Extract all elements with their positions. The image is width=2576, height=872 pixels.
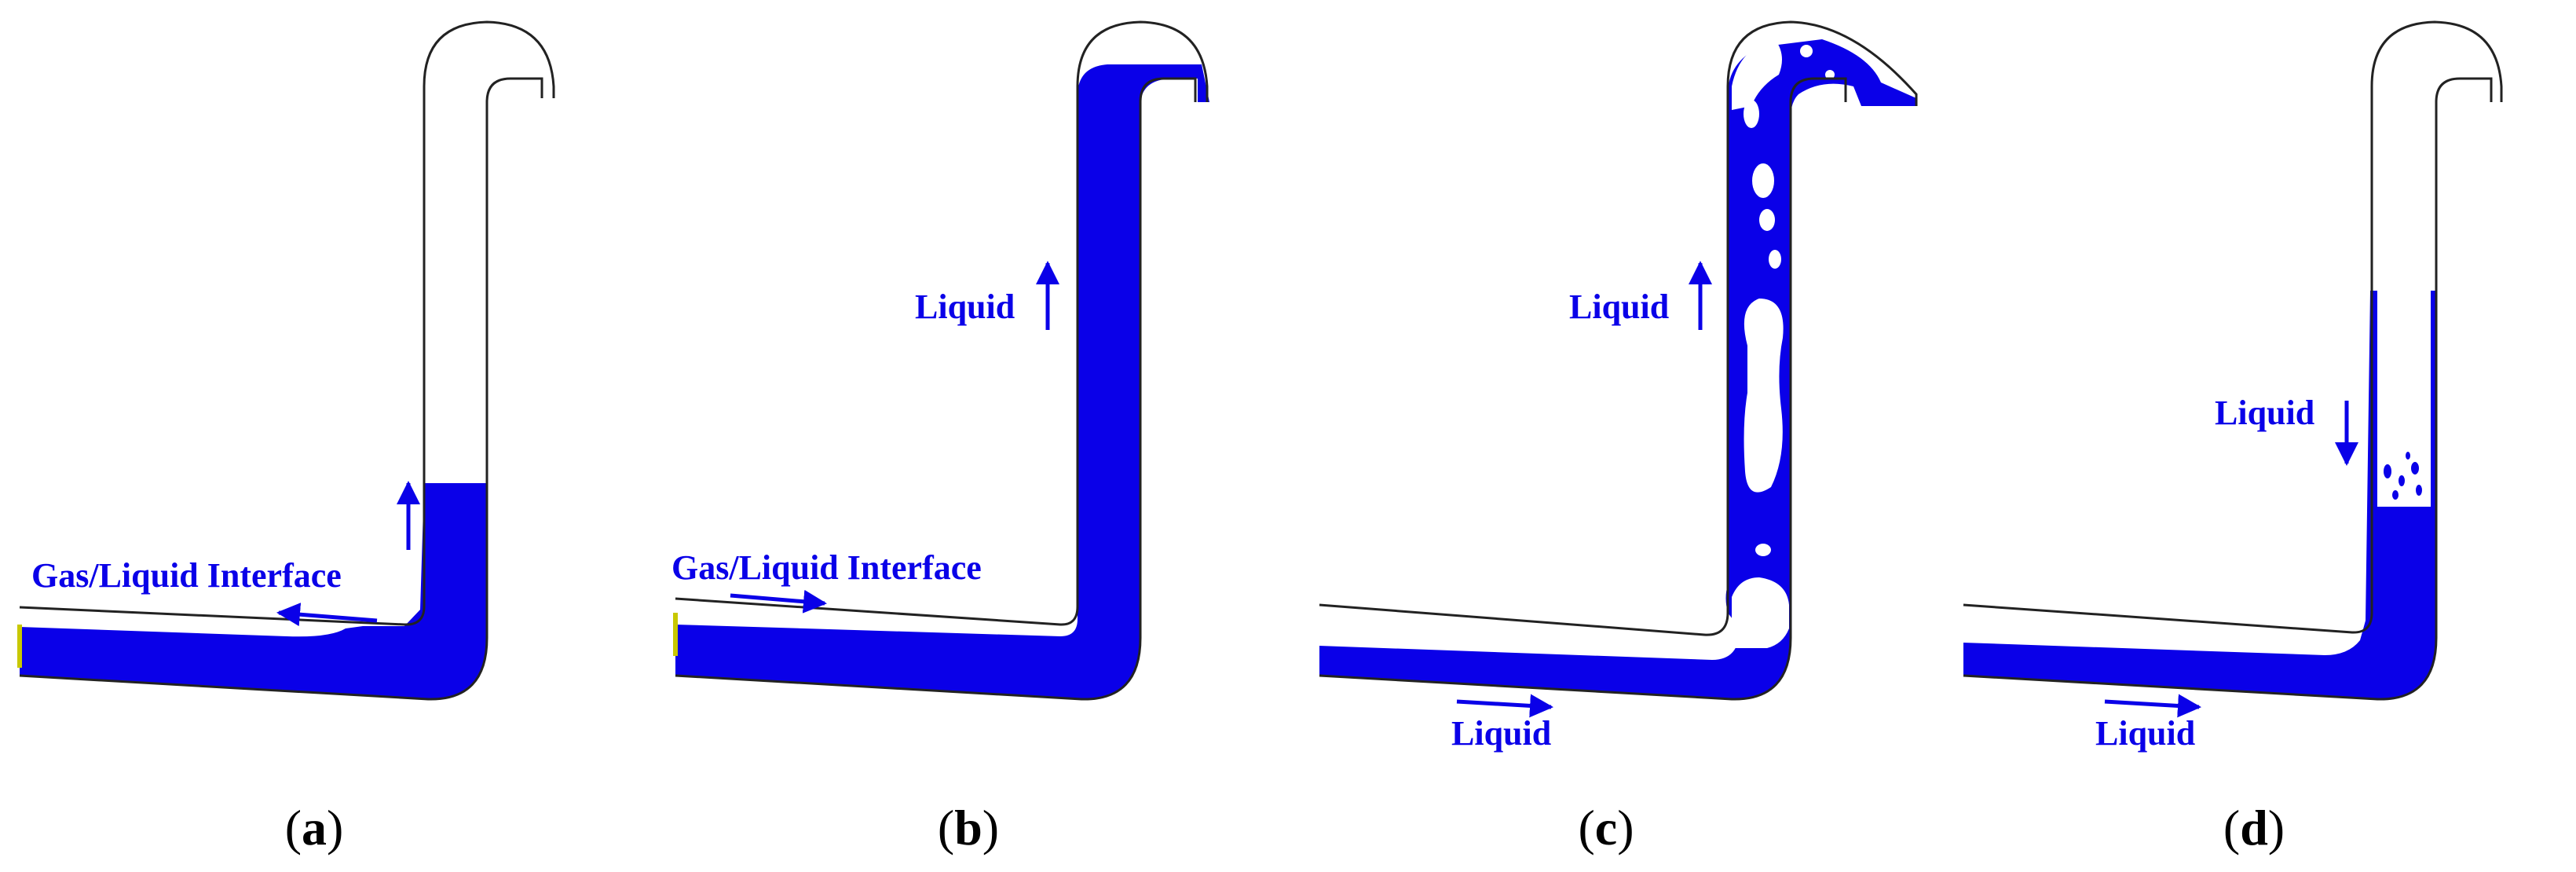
panel-d: Liquid Liquid (d) [1963,20,2503,856]
pipe-walls [1963,20,2503,701]
liquid-label-inlet: Liquid [2095,714,2195,753]
panel-b: Liquid Gas/Liquid Interface (b) [671,20,1209,856]
liquid-fill [675,64,1209,699]
interface-label: Gas/Liquid Interface [671,548,982,587]
caption-letter-a: a [302,800,327,856]
gas-bubbles [1732,39,1835,648]
liquid-label-inlet: Liquid [1451,714,1551,753]
arrow-right-icon [730,589,827,614]
panel-a: Gas/Liquid Interface (a) [17,20,555,856]
slug-droplets [2384,452,2422,500]
pipe-walls [675,20,1209,701]
panel-c: Liquid Liquid (c) [1319,20,1918,856]
liquid-label: Liquid [915,288,1015,326]
pipe-walls [1319,20,1918,701]
interface-label: Gas/Liquid Interface [31,556,342,595]
pipe-walls [19,20,555,701]
arrow-right-icon [1456,694,1553,718]
caption-letter-d: d [2240,800,2268,856]
caption-letter-c: c [1595,800,1617,856]
gas-pocket [675,597,741,625]
arrow-right-icon [2104,694,2201,718]
caption-c: (c) [1578,800,1634,856]
caption-a: (a) [285,800,344,856]
pipe-inlet-mark [673,613,678,656]
liquid-fill [1319,39,1916,699]
arrow-left-icon [276,603,378,627]
caption-letter-b: b [954,800,982,856]
liquid-label-riser: Liquid [2215,394,2314,432]
caption-d: (d) [2223,800,2285,856]
caption-b: (b) [938,800,999,856]
liquid-fill [20,483,487,699]
liquid-fill [1963,291,2436,699]
pipe-inlet-mark [17,625,22,668]
liquid-label-riser: Liquid [1569,288,1669,326]
